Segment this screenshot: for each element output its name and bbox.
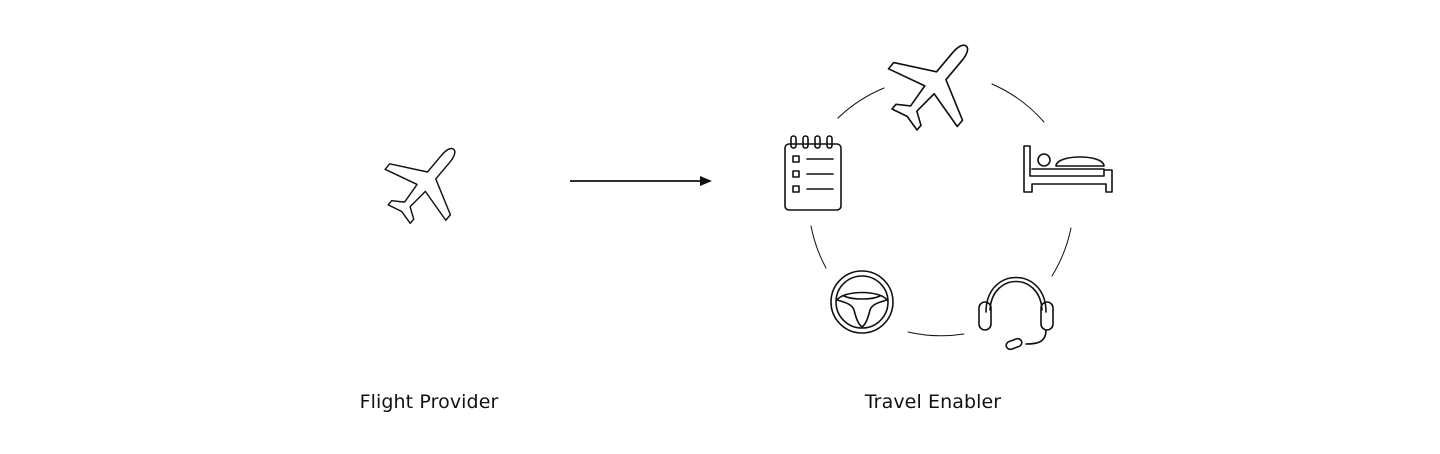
airplane-icon-left (368, 123, 485, 241)
bed-icon (1023, 145, 1113, 193)
steering-wheel-icon (830, 270, 894, 334)
arrow-right-icon (570, 176, 712, 186)
travel-enabler-label: Travel Enabler (864, 391, 1002, 413)
cycle-ring (810, 83, 1072, 337)
airplane-icon-cycle (869, 16, 1002, 150)
flight-provider-label: Flight Provider (359, 391, 499, 413)
headset-icon (978, 276, 1054, 351)
checklist-icon (784, 135, 842, 211)
